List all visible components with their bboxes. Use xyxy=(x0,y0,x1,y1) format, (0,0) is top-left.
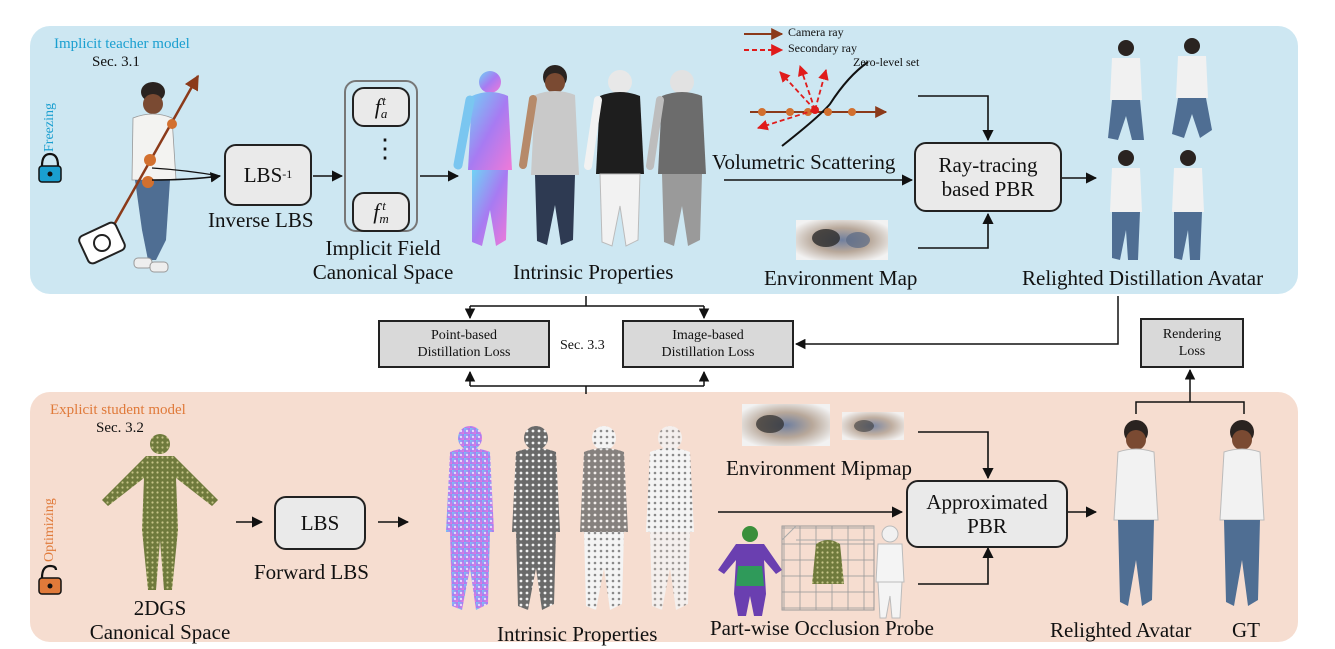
camera-icon xyxy=(78,221,126,265)
relighted-distillation-label: Relighted Distillation Avatar xyxy=(1022,266,1264,290)
occlusion-probe-illustration xyxy=(718,525,905,619)
teacher-mode-label: Freezing xyxy=(42,103,57,152)
secondary-ray-legend: Secondary ray xyxy=(788,41,857,55)
volumetric-scattering-illustration xyxy=(744,28,888,147)
teacher-ray-samples xyxy=(142,119,177,188)
inverse-lbs-box: LBS-1 xyxy=(224,144,312,206)
environment-map-image xyxy=(796,220,888,260)
inverse-lbs-label: Inverse LBS xyxy=(208,208,314,232)
forward-lbs-box: LBS xyxy=(274,496,366,550)
relighted-avatar-label: Relighted Avatar xyxy=(1050,618,1192,642)
environment-mipmap-images xyxy=(742,404,904,446)
teacher-section-ref: Sec. 3.1 xyxy=(92,54,140,70)
teacher-intrinsic-label: Intrinsic Properties xyxy=(513,260,674,284)
environment-mipmap-label: Environment Mipmap xyxy=(726,456,913,480)
student-intrinsic-figures xyxy=(446,426,694,610)
student-canonical-avatar xyxy=(102,434,218,590)
occlusion-probe-label: Part-wise Occlusion Probe xyxy=(710,616,934,640)
student-relighted-avatar xyxy=(1113,420,1159,606)
forward-lbs-label: Forward LBS xyxy=(254,560,369,584)
teacher-intrinsic-figures xyxy=(453,65,706,247)
student-mode-label: Optimizing xyxy=(42,498,57,562)
implicit-field-label: Implicit Field Canonical Space xyxy=(312,236,454,285)
lock-open-icon xyxy=(38,564,62,595)
environment-map-label: Environment Map xyxy=(764,266,918,290)
lock-closed-icon xyxy=(38,152,62,183)
teacher-title: Implicit teacher model xyxy=(54,36,190,52)
loss-section-ref: Sec. 3.3 xyxy=(560,338,605,353)
volumetric-scattering-label: Volumetric Scattering xyxy=(712,150,896,174)
student-intrinsic-label: Intrinsic Properties xyxy=(497,622,658,646)
relighted-distillation-avatars xyxy=(1108,38,1212,260)
teacher-input-avatar xyxy=(131,82,177,273)
zero-level-set-label: Zero-level set xyxy=(853,55,920,69)
student-title: Explicit student model xyxy=(50,402,186,418)
teacher-camera-ray xyxy=(108,74,200,233)
gt-label: GT xyxy=(1232,618,1260,642)
ground-truth-avatar xyxy=(1219,420,1265,606)
student-canonical-label: 2DGS Canonical Space xyxy=(89,596,231,645)
student-section-ref: Sec. 3.2 xyxy=(96,420,144,436)
camera-ray-legend: Camera ray xyxy=(788,25,844,39)
field-ellipsis: ⋮ xyxy=(372,134,398,163)
